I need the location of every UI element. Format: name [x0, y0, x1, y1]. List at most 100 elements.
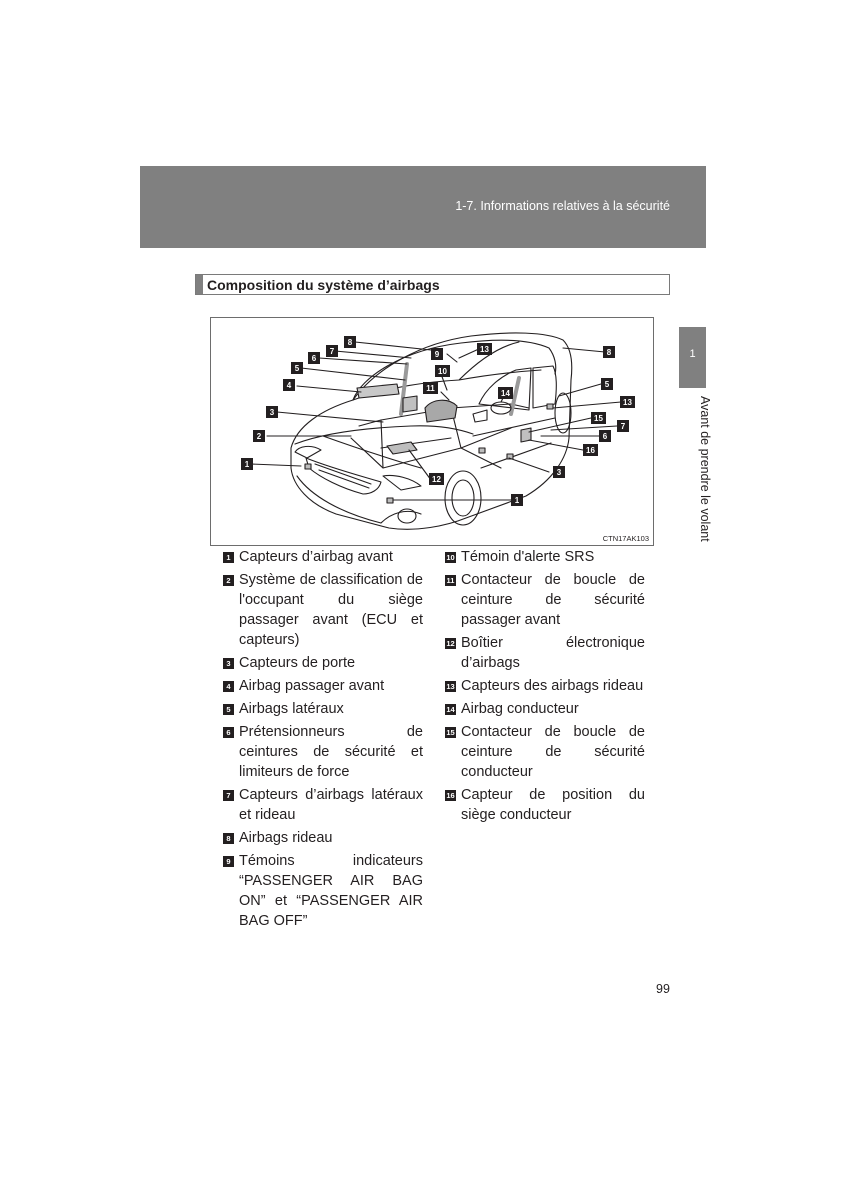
callout-13-right: 13 — [620, 396, 635, 408]
item-text: Airbag conducteur — [461, 699, 645, 719]
item-number-badge: 6 — [223, 727, 234, 738]
heading-bar — [196, 275, 203, 294]
svg-text:13: 13 — [623, 398, 632, 407]
svg-text:9: 9 — [435, 350, 440, 359]
item-number-badge: 3 — [223, 658, 234, 669]
svg-text:6: 6 — [312, 354, 317, 363]
svg-text:7: 7 — [621, 422, 626, 431]
item-text: Airbag passager avant — [239, 676, 423, 696]
list-item: 11 Contacteur de boucle de ceinture de sé… — [445, 570, 645, 630]
svg-text:14: 14 — [501, 389, 510, 398]
list-item: 12 Boîtier électronique d’airbags — [445, 633, 645, 673]
callout-3-left: 3 — [266, 406, 278, 418]
callout-13-top: 13 — [477, 343, 492, 355]
svg-text:16: 16 — [586, 446, 595, 455]
item-text: Capteurs d’airbags latéraux et rideau — [239, 785, 423, 825]
item-text: Boîtier électronique d’airbags — [461, 633, 645, 673]
callout-7-right: 7 — [617, 420, 629, 432]
callout-6-left: 6 — [308, 352, 320, 364]
svg-text:1: 1 — [515, 496, 520, 505]
item-text: Témoins indicateurs “PASSENGER AIR BAG O… — [239, 851, 423, 931]
airbag-diagram: 1 2 3 4 5 6 7 8 9 10 11 12 13 14 8 5 13 … — [210, 317, 654, 546]
item-text: Airbags rideau — [239, 828, 423, 848]
item-number-badge: 2 — [223, 575, 234, 586]
callout-10: 10 — [435, 365, 450, 377]
figure-code: CTN17AK103 — [603, 534, 649, 543]
header-band: 1-7. Informations relatives à la sécurit… — [140, 166, 706, 248]
svg-text:3: 3 — [270, 408, 275, 417]
callout-2: 2 — [253, 430, 265, 442]
list-item: 9 Témoins indicateurs “PASSENGER AIR BAG … — [223, 851, 423, 931]
callout-3-right: 3 — [553, 466, 565, 478]
callout-1-right: 1 — [511, 494, 523, 506]
svg-text:5: 5 — [295, 364, 300, 373]
item-number-badge: 11 — [445, 575, 456, 586]
callout-8-right: 8 — [603, 346, 615, 358]
svg-text:5: 5 — [605, 380, 610, 389]
item-number-badge: 5 — [223, 704, 234, 715]
callout-8-left: 8 — [344, 336, 356, 348]
heading-text: Composition du système d’airbags — [207, 277, 440, 293]
car-illustration: 1 2 3 4 5 6 7 8 9 10 11 12 13 14 8 5 13 … — [211, 318, 654, 546]
section-heading: Composition du système d’airbags — [195, 274, 670, 295]
item-text: Capteurs des airbags rideau — [461, 676, 645, 696]
callout-15: 15 — [591, 412, 606, 424]
item-text: Témoin d'alerte SRS — [461, 547, 645, 567]
item-number-badge: 15 — [445, 727, 456, 738]
svg-text:1: 1 — [245, 460, 250, 469]
item-text: Système de classification de l'occupant … — [239, 570, 423, 650]
item-number-badge: 10 — [445, 552, 456, 563]
section-title: 1-7. Informations relatives à la sécurit… — [455, 199, 670, 213]
callout-7-left: 7 — [326, 345, 338, 357]
item-text: Airbags latéraux — [239, 699, 423, 719]
svg-text:13: 13 — [480, 345, 489, 354]
item-number-badge: 13 — [445, 681, 456, 692]
item-number-badge: 12 — [445, 638, 456, 649]
item-text: Contacteur de boucle de ceinture de sécu… — [461, 722, 645, 782]
item-number-badge: 7 — [223, 790, 234, 801]
svg-text:6: 6 — [603, 432, 608, 441]
svg-text:12: 12 — [432, 475, 441, 484]
item-number-badge: 4 — [223, 681, 234, 692]
list-item: 3 Capteurs de porte — [223, 653, 423, 673]
svg-text:4: 4 — [287, 381, 292, 390]
page-number: 99 — [656, 982, 670, 996]
list-item: 5 Airbags latéraux — [223, 699, 423, 719]
callout-6-right: 6 — [599, 430, 611, 442]
chapter-label: Avant de prendre le volant — [698, 396, 712, 542]
chapter-tab: 1 — [679, 327, 706, 388]
item-text: Prétensionneurs de ceintures de sécurité… — [239, 722, 423, 782]
list-item: 6 Prétensionneurs de ceintures de sécurit… — [223, 722, 423, 782]
chapter-number: 1 — [679, 348, 706, 360]
item-number-badge: 14 — [445, 704, 456, 715]
svg-text:15: 15 — [594, 414, 603, 423]
list-item: 4 Airbag passager avant — [223, 676, 423, 696]
callout-14: 14 — [498, 387, 513, 399]
svg-text:8: 8 — [607, 348, 612, 357]
item-text: Capteurs d’airbag avant — [239, 547, 423, 567]
svg-text:7: 7 — [330, 347, 335, 356]
item-text: Capteurs de porte — [239, 653, 423, 673]
svg-text:11: 11 — [426, 384, 435, 393]
list-item: 7 Capteurs d’airbags latéraux et rideau — [223, 785, 423, 825]
item-text: Contacteur de boucle de ceinture de sécu… — [461, 570, 645, 630]
svg-text:10: 10 — [438, 367, 447, 376]
callout-1-left: 1 — [241, 458, 253, 470]
svg-text:8: 8 — [348, 338, 353, 347]
item-number-badge: 8 — [223, 833, 234, 844]
list-item: 13 Capteurs des airbags rideau — [445, 676, 645, 696]
svg-text:3: 3 — [557, 468, 562, 477]
list-item: 10 Témoin d'alerte SRS — [445, 547, 645, 567]
list-item: 2 Système de classification de l'occupant… — [223, 570, 423, 650]
callout-5-right: 5 — [601, 378, 613, 390]
item-number-badge: 9 — [223, 856, 234, 867]
callout-11: 11 — [423, 382, 438, 394]
callout-4: 4 — [283, 379, 295, 391]
callout-16: 16 — [583, 444, 598, 456]
callout-9: 9 — [431, 348, 443, 360]
callout-12: 12 — [429, 473, 444, 485]
list-item: 14 Airbag conducteur — [445, 699, 645, 719]
